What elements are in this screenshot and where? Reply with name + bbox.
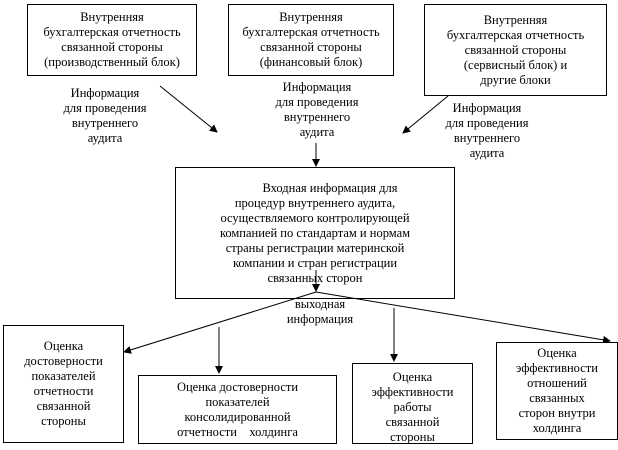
text-line: Оценка — [392, 370, 433, 384]
text-line: связанной стороны — [260, 40, 362, 54]
arrow-source1-to-center — [159, 85, 218, 133]
text-line: связанных — [529, 391, 585, 405]
text-line: связанной — [36, 399, 91, 413]
text-line: (финансовый блок) — [259, 55, 363, 69]
text-line: бухгалтерская отчетность — [242, 25, 380, 39]
text-line: связанной — [385, 415, 440, 429]
text-line: информация — [286, 312, 354, 326]
text-line: выходная — [294, 297, 346, 311]
text-line: стороны — [41, 414, 86, 428]
arrow-source3-to-center — [402, 95, 449, 134]
text-line: компании и стран регистрации — [232, 256, 398, 270]
text-line: Внутренняя — [279, 10, 343, 24]
text-line: консолидированной — [184, 409, 291, 424]
text-line: эффективности — [516, 361, 598, 375]
text-line: сторон внутри — [518, 406, 596, 420]
text-line: бухгалтерская отчетность — [446, 27, 585, 42]
text-line: Внутренняя — [483, 12, 548, 27]
text-line: эффективности — [371, 385, 454, 399]
text-line: Информация — [70, 86, 140, 100]
text-line: отчетности — [33, 384, 94, 398]
text-line: аудита — [299, 125, 335, 139]
text-line: Информация — [452, 101, 522, 115]
text-line: холдинга — [532, 421, 582, 435]
text-line: для проведения — [63, 101, 147, 115]
text-line: связанных сторон — [267, 271, 363, 285]
text-line: бухгалтерская отчетность — [43, 25, 181, 39]
text-line: показателей — [205, 394, 270, 409]
text-line: внутреннего — [283, 110, 351, 124]
text-line: (производственный блок) — [44, 55, 180, 69]
text-line: для проведения — [275, 95, 359, 109]
text-line: отношений — [527, 376, 587, 390]
text-line: внутреннего — [453, 131, 521, 145]
text-line: Входная информация для — [262, 181, 398, 195]
text-line: связанной стороны — [464, 42, 567, 57]
text-line: отчетности холдинга — [177, 424, 298, 439]
text-line: страны регистрации материнской — [225, 241, 405, 255]
text-line: Оценка — [43, 339, 84, 353]
text-line: работы — [393, 400, 432, 414]
text-line: процедур внутреннего аудита, — [234, 196, 396, 210]
text-line: другие блоки — [480, 72, 551, 87]
text-line: достоверности — [24, 354, 103, 368]
text-line: Внутренняя — [80, 10, 144, 24]
text-line: Информация — [282, 80, 352, 94]
arrow-to-output4 — [315, 291, 611, 344]
text-line: осуществляемого контролирующей — [220, 211, 410, 225]
text-line: для проведения — [445, 116, 529, 130]
text-line: (сервисный блок) и — [463, 57, 568, 72]
text-line: аудита — [87, 131, 123, 145]
text-line: стороны — [390, 430, 435, 444]
text-line: Оценка — [537, 346, 577, 360]
text-line: связанной стороны — [61, 40, 163, 54]
text-line: внутреннего — [71, 116, 139, 130]
text-line: Оценка достоверности — [176, 379, 299, 394]
arrow-to-output1 — [123, 291, 317, 354]
text-line: показателей — [31, 369, 96, 383]
text-line: компанией по стандартам и нормам — [219, 226, 411, 240]
text-line: аудита — [469, 146, 505, 160]
